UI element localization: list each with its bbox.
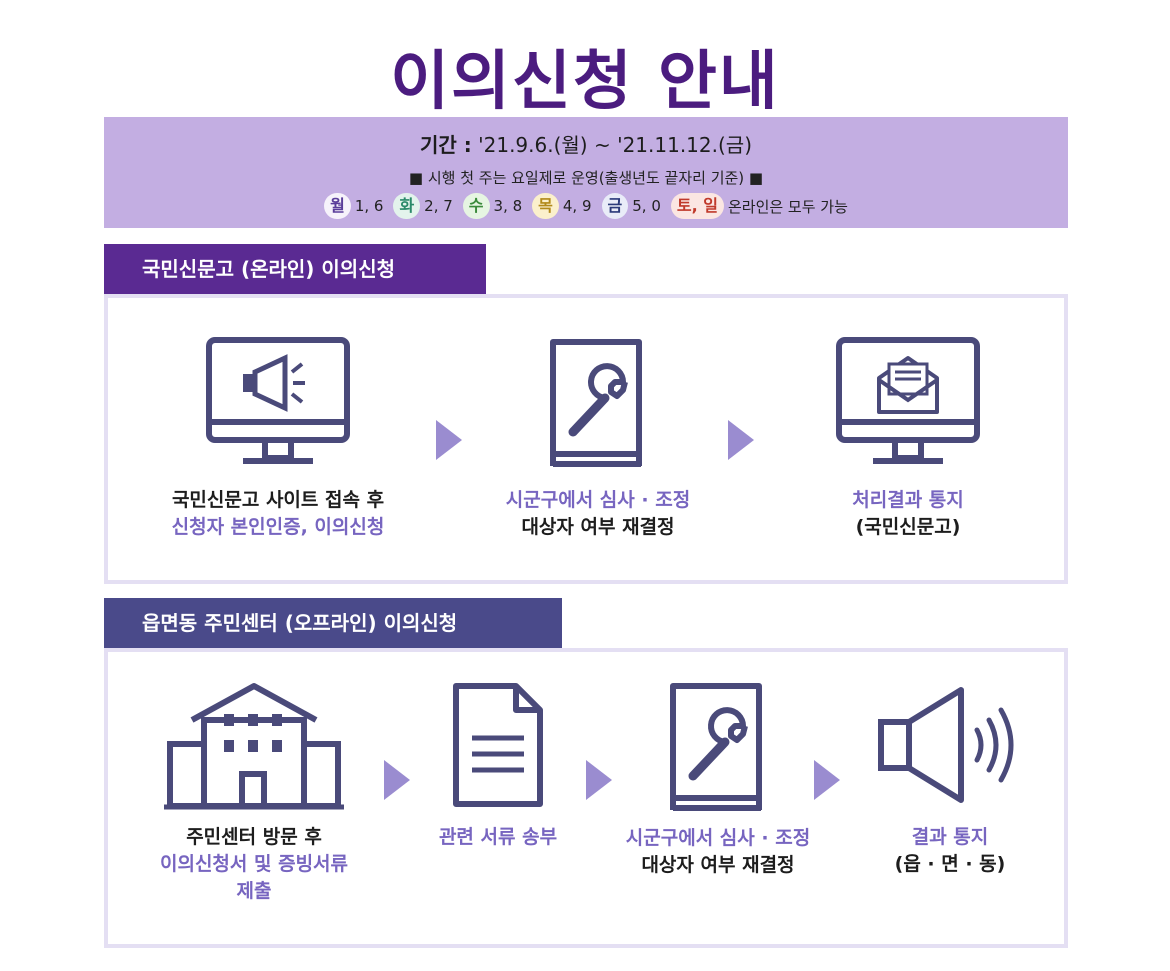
period-line: 기간 : '21.9.6.(월) ~ '21.11.12.(금) — [104, 129, 1068, 158]
monitor-mail-icon — [836, 337, 980, 464]
page-title: 이의신청 안내 — [390, 45, 780, 119]
arrow-right-icon — [814, 760, 840, 800]
arrow-right-icon — [728, 420, 754, 460]
rule-line: ■ 시행 첫 주는 요일제로 운영(출생년도 끝자리 기준) ■ — [408, 169, 764, 187]
period-box: 기간 : '21.9.6.(월) ~ '21.11.12.(금) ■ 시행 첫 … — [104, 117, 1068, 228]
offline-step-4-line2: (읍 · 면 · 동) — [894, 853, 1006, 875]
period-label: 기간 : — [420, 133, 472, 157]
offline-section-box: 주민센터 방문 후 이의신청서 및 증빙서류 제출 관련 서류 송부 시군 — [104, 648, 1068, 948]
offline-step-2: 관련 서류 송부 — [408, 680, 588, 851]
document-icon — [453, 683, 543, 807]
online-step-2-line1: 시군구에서 심사 · 조정 — [505, 489, 691, 511]
day-nums-tue: 2, 7 — [424, 197, 453, 215]
offline-step-1: 주민센터 방문 후 이의신청서 및 증빙서류 제출 — [134, 680, 374, 905]
day-pill-thu: 목 — [532, 193, 559, 219]
arrow-right-icon — [384, 760, 410, 800]
offline-step-4: 결과 통지 (읍 · 면 · 동) — [850, 680, 1050, 878]
day-nums-fri: 5, 0 — [632, 197, 661, 215]
offline-step-3-line2: 대상자 여부 재결정 — [641, 854, 795, 876]
offline-step-1-line2: 이의신청서 및 증빙서류 — [159, 853, 349, 875]
online-step-1-line2: 신청자 본인인증, 이의신청 — [171, 516, 385, 538]
arrow-right-icon — [586, 760, 612, 800]
day-nums-thu: 4, 9 — [562, 197, 592, 215]
monitor-megaphone-icon — [206, 337, 350, 464]
online-step-1-line1: 국민신문고 사이트 접속 후 — [171, 489, 385, 511]
day-pill-weekend: 토, 일 — [670, 193, 724, 219]
online-step-2-line2: 대상자 여부 재결정 — [521, 516, 675, 538]
offline-step-3-line1: 시군구에서 심사 · 조정 — [625, 827, 811, 849]
online-step-3-line1: 처리결과 통지 — [852, 489, 964, 511]
day-pill-fri: 금 — [601, 193, 629, 219]
offline-step-4-line1: 결과 통지 — [911, 826, 989, 848]
online-step-3: 처리결과 통지 (국민신문고) — [768, 336, 1048, 541]
online-step-3-line2: (국민신문고) — [855, 516, 961, 538]
period-value: '21.9.6.(월) ~ '21.11.12.(금) — [471, 133, 752, 157]
speaker-icon — [878, 687, 1014, 803]
offline-step-3: 시군구에서 심사 · 조정 대상자 여부 재결정 — [598, 680, 838, 879]
building-icon — [164, 683, 344, 810]
online-section-box: 국민신문고 사이트 접속 후 신청자 본인인증, 이의신청 시군구에서 심사 ·… — [104, 294, 1068, 584]
offline-step-2-line1: 관련 서류 송부 — [438, 826, 558, 848]
offline-step-1-line1: 주민센터 방문 후 — [186, 826, 322, 848]
arrow-right-icon — [436, 420, 462, 460]
online-section-header: 국민신문고 (온라인) 이의신청 — [104, 244, 486, 294]
online-step-2: 시군구에서 심사 · 조정 대상자 여부 재결정 — [458, 336, 738, 541]
weekend-text: 온라인은 모두 가능 — [727, 197, 848, 216]
day-nums-mon: 1, 6 — [354, 197, 384, 215]
online-step-1: 국민신문고 사이트 접속 후 신청자 본인인증, 이의신청 — [138, 336, 418, 541]
wrench-book-icon — [670, 683, 762, 811]
offline-step-1-line3: 제출 — [236, 880, 272, 902]
day-nums-wed: 3, 8 — [493, 197, 523, 215]
wrench-book-icon — [550, 339, 642, 467]
day-pill-tue: 화 — [393, 193, 421, 219]
day-pill-wed: 수 — [462, 193, 490, 219]
offline-section-header: 읍면동 주민센터 (오프라인) 이의신청 — [104, 598, 562, 648]
day-pill-mon: 월 — [324, 193, 351, 219]
